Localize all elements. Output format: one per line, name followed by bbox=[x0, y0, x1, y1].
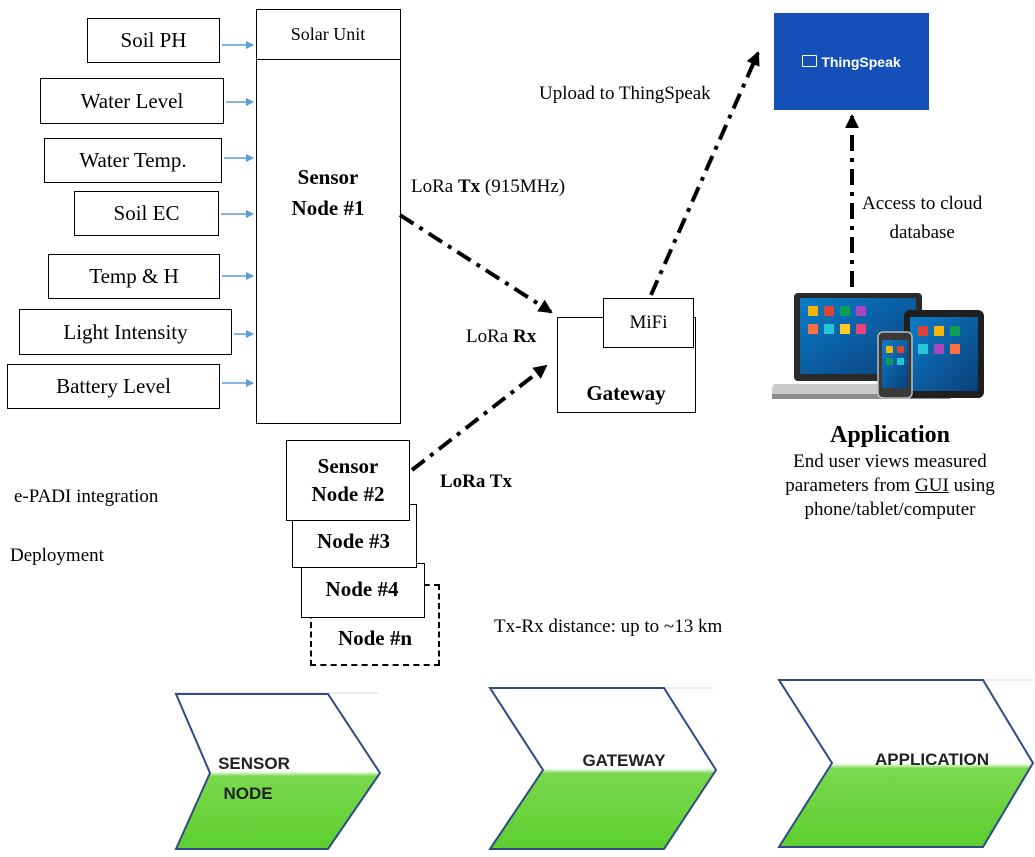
lora-tx-label: LoRa Tx (915MHz) bbox=[411, 176, 565, 198]
sensor-label: Temp & H bbox=[89, 264, 179, 288]
sensor-water-level: Water Level bbox=[40, 78, 224, 124]
stage-sensor-label: SENSOR bbox=[218, 754, 290, 773]
application-line: parameters from GUI using bbox=[740, 474, 1035, 498]
node-2: Sensor Node #2 bbox=[286, 440, 410, 521]
distance-label: Tx-Rx distance: up to ~13 km bbox=[494, 616, 723, 637]
application-line: End user views measured bbox=[793, 451, 987, 472]
sensor-label: Water Level bbox=[80, 88, 184, 113]
lora-tx-prefix: LoRa bbox=[411, 176, 458, 197]
access-label: Access to cloud database bbox=[862, 189, 982, 247]
upload-label: Upload to ThingSpeak bbox=[539, 83, 711, 104]
gateway-label: Gateway bbox=[586, 381, 666, 405]
chat-bubble-icon bbox=[802, 54, 818, 67]
sensor-soil-ph: Soil PH bbox=[87, 18, 220, 63]
upload-arrow bbox=[649, 51, 760, 296]
sensor-light-intensity: Light Intensity bbox=[19, 309, 232, 355]
sensor-label: Soil EC bbox=[113, 201, 180, 225]
node-2-line: Sensor bbox=[317, 454, 379, 478]
node-4: Node #4 bbox=[301, 563, 425, 618]
lora-rx-bold: Rx bbox=[512, 326, 537, 347]
node-4-label: Node #4 bbox=[325, 577, 399, 601]
lora-link-node1-arrow bbox=[398, 213, 553, 314]
devices-illustration bbox=[772, 293, 984, 399]
access-line: database bbox=[889, 222, 955, 243]
stage-application-label: APPLICATION bbox=[875, 750, 989, 769]
application-line: phone/tablet/computer bbox=[804, 499, 976, 520]
node-n-label: Node #n bbox=[337, 626, 413, 650]
node-title-line: Node #1 bbox=[291, 196, 365, 220]
stage-gateway-label: GATEWAY bbox=[582, 751, 666, 770]
gui-underlined: GUI bbox=[915, 475, 949, 496]
sensor-battery-level: Battery Level bbox=[7, 364, 220, 409]
sensor-node-1-title: Sensor Node #1 bbox=[257, 162, 399, 224]
solar-unit-label: Solar Unit bbox=[290, 23, 366, 44]
lora-rx-prefix: LoRa bbox=[466, 326, 513, 347]
solar-unit-box: Solar Unit bbox=[255, 8, 401, 60]
application-text: parameters from bbox=[785, 475, 916, 496]
application-caption: Application End user views measured para… bbox=[740, 420, 1035, 522]
lora-link-node2-arrow bbox=[410, 364, 548, 472]
sensor-temp-h: Temp & H bbox=[48, 254, 220, 299]
sensor-soil-ec: Soil EC bbox=[74, 191, 219, 236]
lora-tx-2-label: LoRa Tx bbox=[440, 471, 512, 492]
app-tiles bbox=[808, 306, 960, 365]
lora-rx-label: LoRa Rx bbox=[466, 326, 536, 348]
sensor-label: Soil PH bbox=[120, 28, 187, 52]
stage-node-label: NODE bbox=[223, 784, 272, 803]
stage-gateway-shape bbox=[488, 687, 718, 850]
node-title-line: Sensor bbox=[297, 165, 359, 189]
sensor-label: Light Intensity bbox=[63, 319, 188, 344]
thingspeak-logo: ThingSpeak bbox=[774, 13, 929, 110]
access-line: Access to cloud bbox=[862, 193, 983, 214]
application-title: Application bbox=[829, 422, 951, 448]
mifi-box: MiFi bbox=[603, 298, 694, 348]
sensor-label: Water Temp. bbox=[79, 148, 187, 172]
thingspeak-label: ThingSpeak bbox=[821, 53, 901, 70]
deployment-label: Deployment bbox=[10, 545, 104, 566]
sensor-water-temp: Water Temp. bbox=[44, 138, 222, 183]
epadi-label: e-PADI integration bbox=[14, 486, 159, 507]
sensor-arrows bbox=[221, 41, 254, 387]
stage-sensor-node-shape bbox=[174, 693, 382, 850]
node-2-line: Node #2 bbox=[311, 482, 385, 506]
node-3-label: Node #3 bbox=[317, 529, 390, 553]
application-text: using bbox=[948, 475, 995, 496]
stage-application-shape bbox=[777, 679, 1035, 848]
lora-tx-suffix: (915MHz) bbox=[480, 176, 566, 197]
lora-tx-bold: Tx bbox=[457, 176, 481, 197]
mifi-label: MiFi bbox=[629, 312, 668, 333]
sensor-label: Battery Level bbox=[56, 374, 171, 398]
